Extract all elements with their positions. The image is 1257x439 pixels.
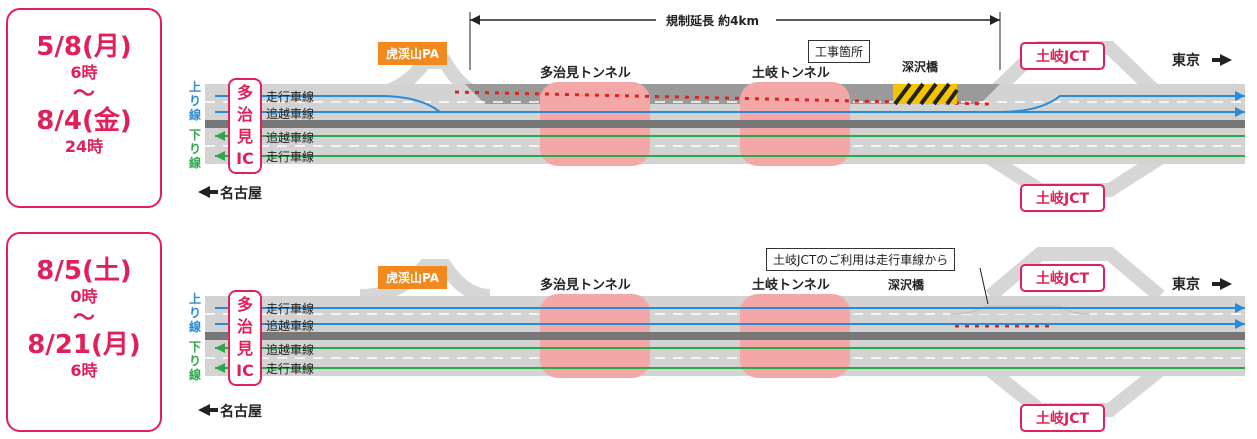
lane-label-up-passing: 追越車線 — [266, 319, 315, 333]
junction-label-top: 土岐JCT — [1020, 42, 1106, 70]
ic-char-3: 見 — [236, 339, 253, 358]
time-from: 0時 — [70, 287, 98, 306]
date-from: 8/5(土) — [36, 256, 132, 286]
down-direction-label: 下り線 — [188, 340, 201, 382]
span-label: 規制延長 約4km — [666, 14, 760, 28]
range-separator: 〜 — [72, 306, 95, 331]
lane-label-down-travel: 走行車線 — [266, 150, 315, 164]
up-direction-label: 上り線 — [188, 80, 201, 122]
down-direction-label: 下り線 — [188, 128, 201, 170]
range-separator: 〜 — [72, 82, 95, 107]
time-from: 6時 — [70, 63, 98, 82]
destination-tokyo: 東京 — [1172, 53, 1200, 69]
destination-nagoya: 名古屋 — [220, 404, 262, 420]
parking-area-label: 虎渓山PA — [378, 266, 447, 289]
tunnel-label-tajimi: 多治見トンネル — [540, 278, 631, 293]
ic-char-4: IC — [236, 361, 254, 380]
date-to: 8/4(金) — [36, 106, 132, 136]
tunnel-label-toki: 土岐トンネル — [752, 66, 830, 81]
lane-label-down-travel: 走行車線 — [266, 362, 315, 376]
date-from: 5/8(月) — [36, 32, 132, 62]
panel-period-1: 5/8(月) 6時 〜 8/4(金) 24時 — [0, 0, 1257, 215]
lane-label-up-travel: 走行車線 — [266, 302, 315, 316]
up-direction-label: 上り線 — [188, 292, 201, 334]
tunnel-label-tajimi: 多治見トンネル — [540, 66, 631, 81]
date-box: 5/8(月) 6時 〜 8/4(金) 24時 — [6, 8, 162, 208]
ic-char-4: IC — [236, 149, 254, 168]
lane-label-up-passing: 追越車線 — [266, 107, 315, 121]
road-diagram — [198, 247, 1245, 417]
lane-label-down-passing: 追越車線 — [266, 343, 315, 357]
lane-label-down-passing: 追越車線 — [266, 131, 315, 145]
ic-char-1: 多 — [236, 295, 253, 314]
ic-char-2: 治 — [236, 105, 253, 124]
road-diagram — [198, 12, 1245, 198]
junction-label-bottom: 土岐JCT — [1020, 404, 1106, 432]
construction-site-label: 工事箇所 — [808, 40, 871, 63]
interchange-tajimi-ic: 多 治 見 IC — [228, 78, 262, 174]
tunnel-label-toki: 土岐トンネル — [752, 278, 830, 293]
interchange-tajimi-ic: 多 治 見 IC — [228, 290, 262, 386]
junction-label-bottom: 土岐JCT — [1020, 184, 1106, 212]
jct-usage-callout: 土岐JCTのご利用は走行車線から — [766, 248, 956, 271]
bridge-label: 深沢橋 — [888, 278, 925, 292]
lane-label-up-travel: 走行車線 — [266, 90, 315, 104]
ic-char-3: 見 — [236, 127, 253, 146]
time-to: 6時 — [70, 361, 98, 380]
ic-char-1: 多 — [236, 83, 253, 102]
date-to: 8/21(月) — [27, 330, 141, 360]
parking-area-label: 虎渓山PA — [378, 42, 447, 65]
ic-char-2: 治 — [236, 317, 253, 336]
destination-tokyo: 東京 — [1172, 277, 1200, 293]
destination-nagoya: 名古屋 — [220, 186, 262, 202]
bridge-label: 深沢橋 — [902, 60, 939, 74]
panel-period-2: 8/5(土) 0時 〜 8/21(月) 6時 上り線 下り線 — [0, 224, 1257, 439]
junction-label-top: 土岐JCT — [1020, 264, 1106, 292]
time-to: 24時 — [64, 137, 104, 156]
date-box: 8/5(土) 0時 〜 8/21(月) 6時 — [6, 232, 162, 432]
